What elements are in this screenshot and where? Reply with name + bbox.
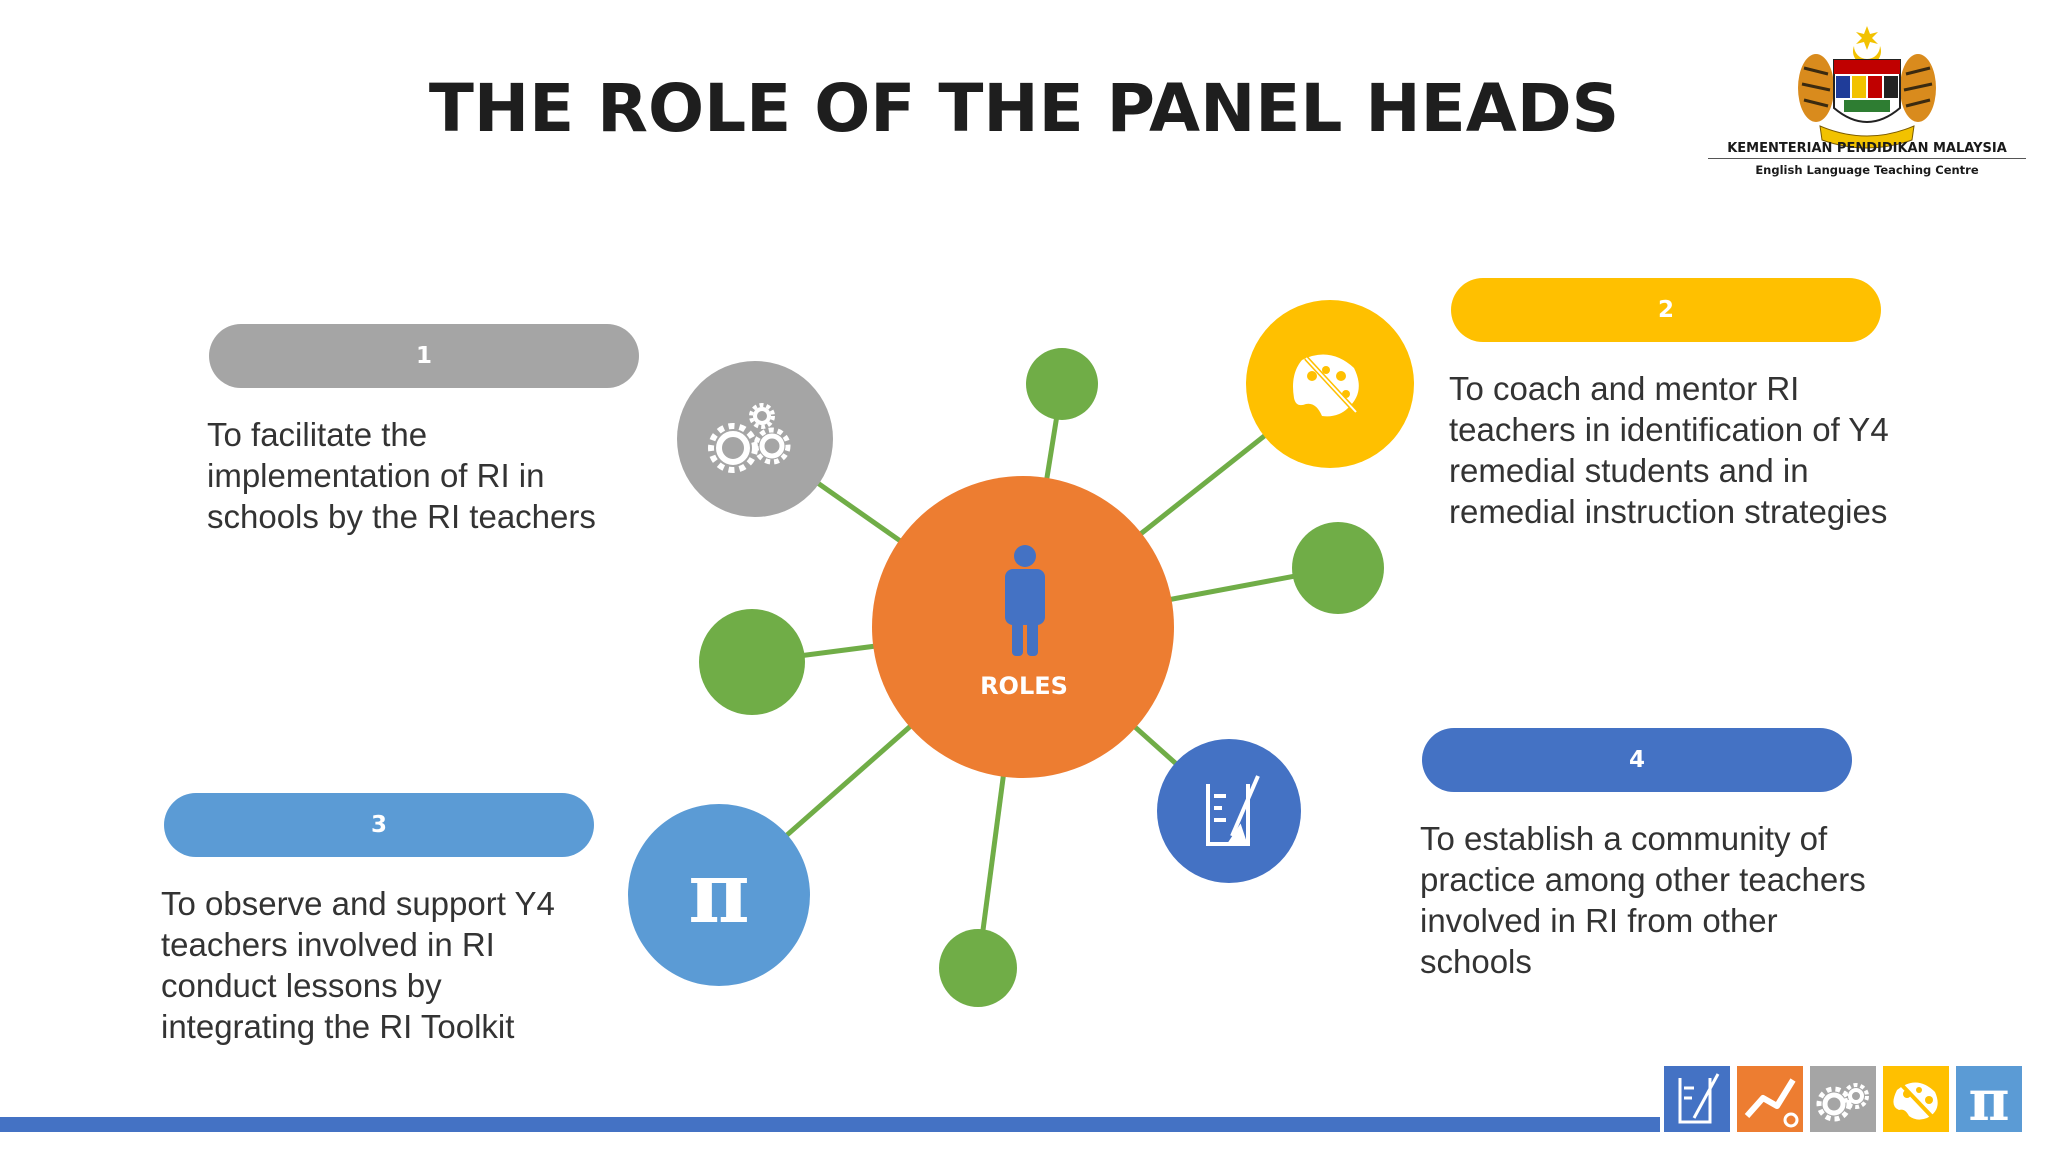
role-4-number-pill: 4 (1422, 728, 1852, 792)
gears-icon (1810, 1066, 1876, 1132)
beaker-icon (1664, 1066, 1730, 1132)
green-node (939, 929, 1017, 1007)
ministry-subtitle: English Language Teaching Centre (1755, 163, 1979, 177)
role-1-number-pill: 1 (209, 324, 639, 388)
footer-icon-strip: π (1664, 1066, 2029, 1132)
green-node (1026, 348, 1098, 420)
role-node-4 (1157, 739, 1301, 883)
person-icon (1005, 545, 1045, 656)
palette-icon (1883, 1066, 1949, 1132)
gears-icon (708, 403, 791, 473)
beaker-icon (1206, 775, 1260, 846)
role-node-2 (1246, 300, 1414, 468)
pi-icon: π (688, 843, 750, 942)
bottom-accent-bar (0, 1117, 1660, 1132)
role-3-text: To observe and support Y4 teachers invol… (161, 885, 555, 1045)
role-node-3 (628, 804, 810, 986)
palette-icon (1293, 354, 1359, 417)
role-2-number: 2 (1657, 297, 1674, 323)
role-4-text: To establish a community of practice amo… (1420, 820, 1866, 980)
graph-icon (1737, 1066, 1803, 1132)
green-node (699, 609, 805, 715)
role-2-number-pill: 2 (1451, 278, 1881, 342)
svg-text:π: π (1969, 1068, 2010, 1132)
green-node (1292, 522, 1384, 614)
role-2-text: To coach and mentor RI teachers in ident… (1449, 370, 1889, 530)
center-label: ROLES (980, 672, 1068, 700)
role-4-number: 4 (1628, 747, 1645, 773)
role-1-number: 1 (415, 343, 432, 369)
role-1-text: To facilitate the implementation of RI i… (207, 416, 596, 535)
pi-icon: π (1956, 1066, 2022, 1132)
role-3-number-pill: 3 (164, 793, 594, 857)
center-node (872, 476, 1174, 778)
ministry-name: KEMENTERIAN PENDIDIKAN MALAYSIA (1708, 141, 2026, 159)
role-3-number: 3 (370, 812, 387, 838)
slide-title: THE ROLE OF THE PANEL HEADS (428, 70, 1620, 147)
ministry-logo: KEMENTERIAN PENDIDIKAN MALAYSIA English … (1708, 20, 2026, 185)
role-node-1 (677, 361, 833, 517)
crest-emblem (1794, 24, 1940, 152)
